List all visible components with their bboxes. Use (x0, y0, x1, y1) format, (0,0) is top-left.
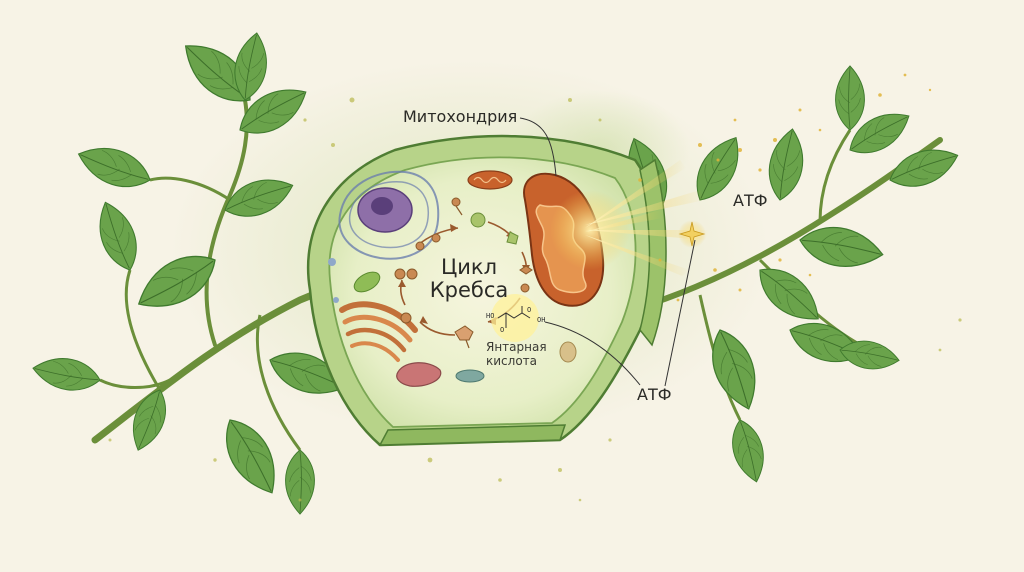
paint-speckles (108, 97, 962, 502)
cycle-node (394, 268, 406, 280)
nucleus (338, 170, 440, 260)
krebs-line-1: Цикл (440, 255, 498, 279)
atp-energy-rays (550, 160, 710, 276)
cycle-node (506, 231, 519, 245)
small-mitochondrion (467, 170, 513, 190)
cycle-node (431, 233, 441, 243)
cycle-node (406, 268, 418, 280)
sparkle-dots (638, 73, 932, 302)
label-krebs-cycle: Цикл Кребса (420, 255, 518, 303)
vacuole (455, 369, 485, 383)
cycle-node (519, 265, 533, 275)
chem-oh: OH (537, 316, 546, 324)
chloroplast (353, 271, 381, 293)
krebs-line-2: Кребса (429, 278, 509, 303)
cycle-node (470, 212, 486, 228)
cycle-node (400, 312, 412, 324)
golgi-apparatus (339, 301, 418, 362)
vesicle (396, 362, 442, 387)
chem-o2: O (527, 306, 532, 314)
krebs-cycle (394, 197, 533, 349)
chem-o1: O (500, 326, 505, 334)
vesicle (559, 341, 577, 363)
atp-spark (678, 221, 706, 247)
mitochondria-leader (519, 117, 557, 177)
chem-ho: HO (486, 312, 495, 320)
label-atp-bottom: АТФ (637, 385, 672, 404)
succinic-line-1: Янтарная (486, 340, 547, 354)
label-succinic-acid: Янтарная кислота (486, 340, 547, 369)
leader-lines (519, 117, 696, 387)
label-atp-right: АТФ (733, 191, 768, 210)
cycle-node (415, 241, 425, 251)
cycle-node (451, 197, 461, 207)
cycle-arrow (419, 321, 456, 336)
cycle-node (454, 325, 474, 341)
succinic-line-2: кислота (486, 354, 537, 369)
atp-bottom-leader (544, 321, 641, 386)
succinic-acid-molecule (491, 294, 539, 342)
cycle-node (520, 283, 530, 293)
atp-right-leader (664, 239, 696, 387)
label-mitochondria: Митохондрия (403, 107, 518, 126)
